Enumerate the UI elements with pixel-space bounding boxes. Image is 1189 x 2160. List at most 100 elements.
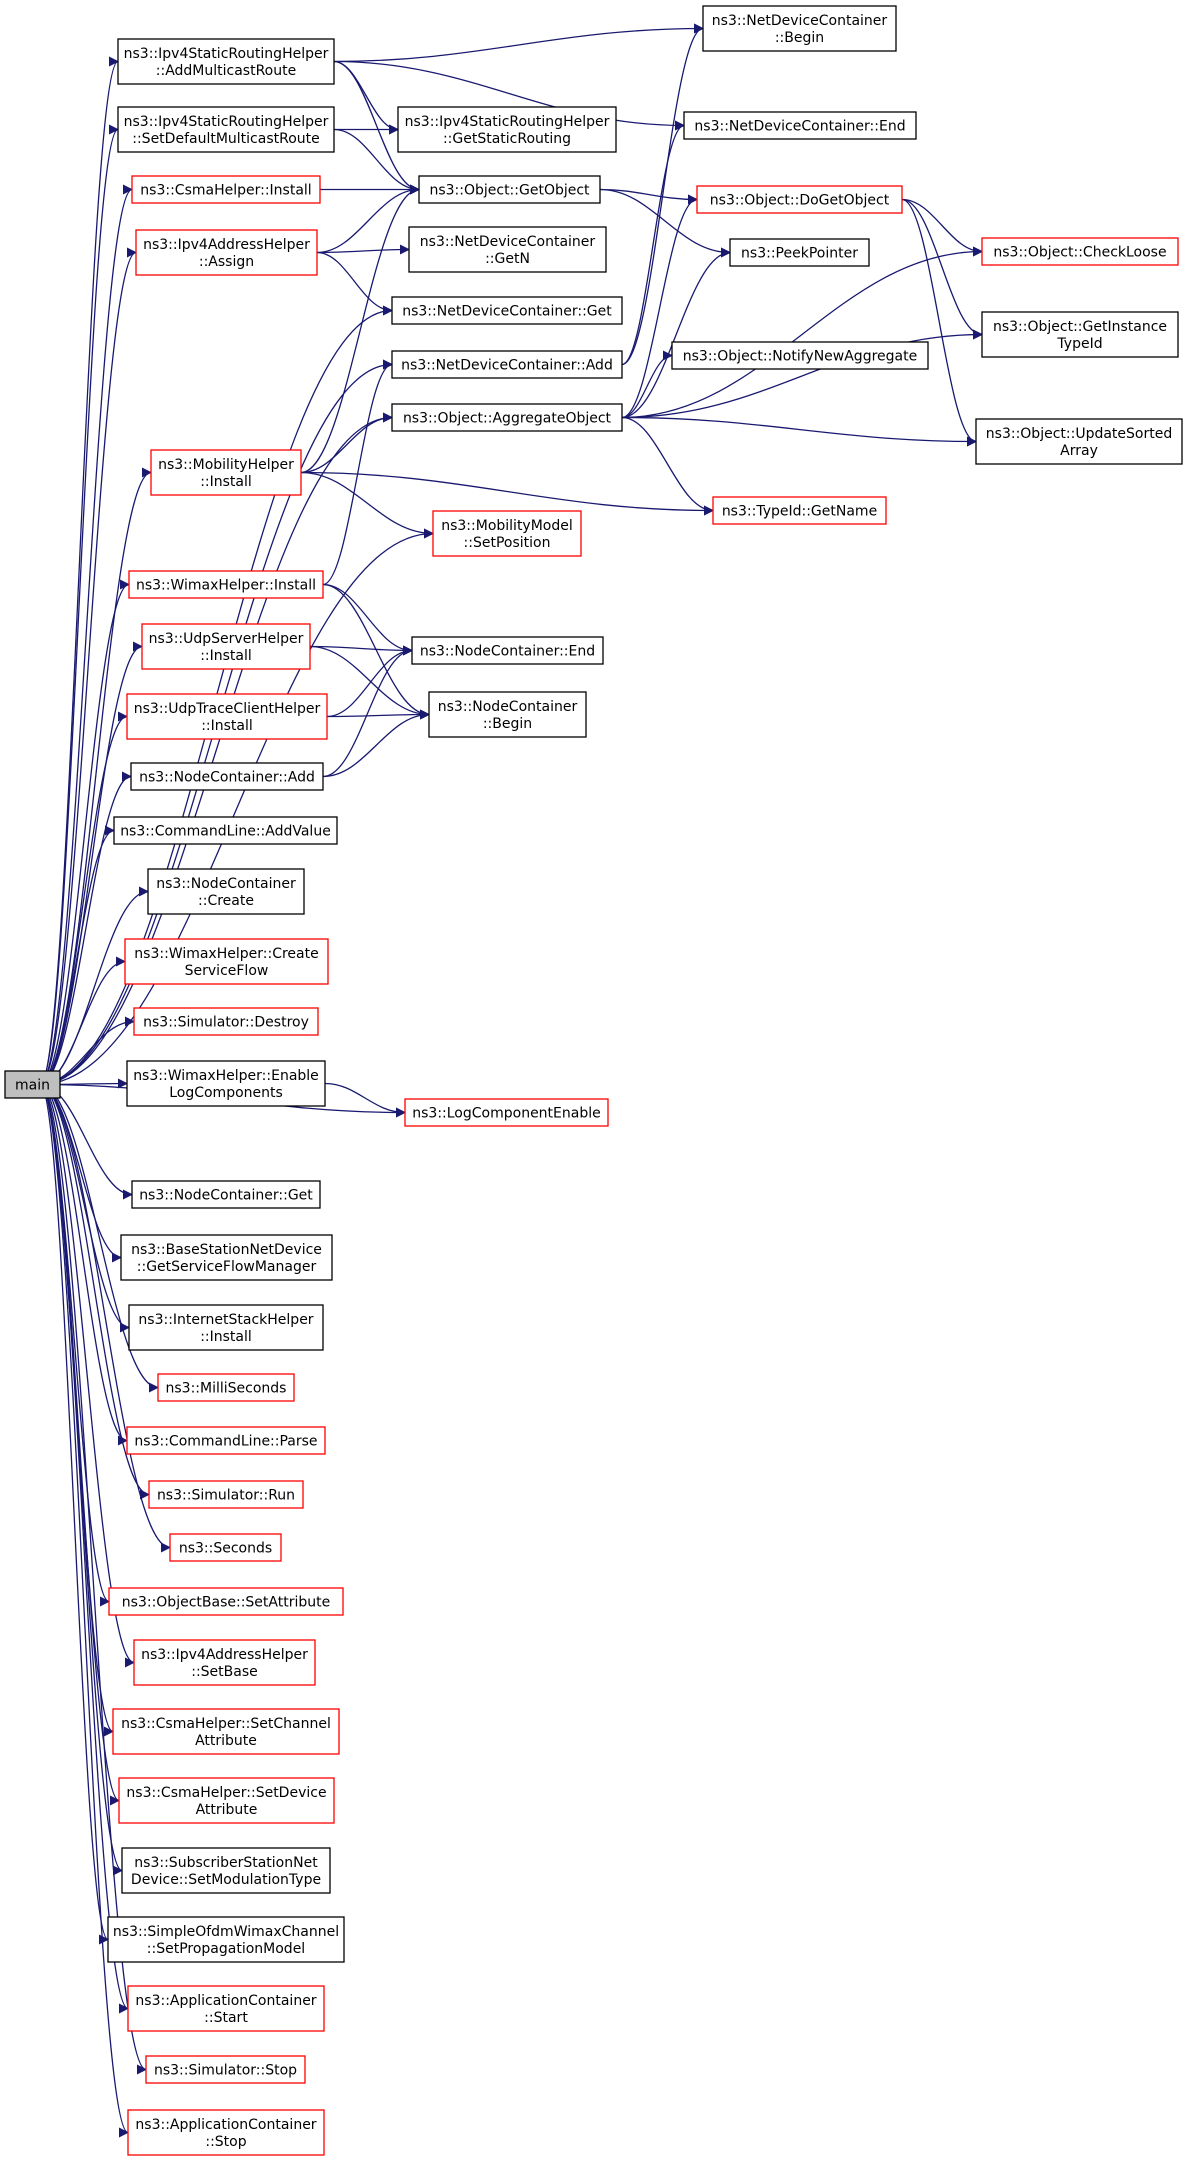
node-bsnd_getsfm[interactable]: ns3::BaseStationNetDevice::GetServiceFlo…	[120, 1234, 333, 1281]
node-udptrace_install[interactable]: ns3::UdpTraceClientHelper::Install	[126, 693, 328, 740]
node-nc_add[interactable]: ns3::NodeContainer::Add	[130, 762, 324, 791]
node-box	[145, 2055, 306, 2084]
node-label: ServiceFlow	[185, 963, 269, 979]
node-udpserver_install[interactable]: ns3::UdpServerHelper::Install	[141, 623, 311, 670]
node-ipv4_add_mcast[interactable]: ns3::Ipv4StaticRoutingHelper::AddMultica…	[117, 38, 335, 85]
node-label: ns3::LogComponentEnable	[412, 1106, 600, 1122]
node-box	[696, 185, 903, 214]
edge-obj_getobject-to-obj_dogetobject	[599, 188, 698, 205]
node-nc_get[interactable]: ns3::NodeContainer::Get	[131, 1180, 321, 1209]
node-obj_getobject[interactable]: ns3::Object::GetObject	[418, 175, 601, 204]
node-main[interactable]: main	[4, 1070, 61, 1099]
node-milliseconds[interactable]: ns3::MilliSeconds	[157, 1373, 295, 1402]
node-cmd_parse[interactable]: ns3::CommandLine::Parse	[126, 1426, 326, 1455]
node-wimax_install[interactable]: ns3::WimaxHelper::Install	[128, 570, 324, 599]
node-box	[391, 296, 623, 325]
node-ndc_get[interactable]: ns3::NetDeviceContainer::Get	[391, 296, 623, 325]
node-ssnd_setmod[interactable]: ns3::SubscriberStationNetDevice::SetModu…	[121, 1847, 331, 1894]
node-label: ns3::WimaxHelper::Install	[136, 578, 316, 594]
node-mobmodel_setpos[interactable]: ns3::MobilityModel::SetPosition	[432, 510, 582, 557]
edge-obj_aggregate-to-obj_getinstance	[621, 329, 983, 419]
node-nc_create[interactable]: ns3::NodeContainer::Create	[147, 868, 305, 915]
node-box	[169, 1533, 282, 1562]
node-label: ns3::Object::GetObject	[429, 183, 590, 199]
edge-main-to-ipv4_set_default	[39, 124, 119, 1086]
node-cmd_addvalue[interactable]: ns3::CommandLine::AddValue	[113, 816, 338, 845]
node-ofdm_setprop[interactable]: ns3::SimpleOfdmWimaxChannel::SetPropagat…	[107, 1916, 345, 1963]
edge-main-to-cmd_parse	[39, 1083, 128, 1446]
node-box	[113, 816, 338, 845]
edge-obj_dogetobject-to-obj_updatesorted	[901, 198, 977, 447]
node-logcomp_enable[interactable]: ns3::LogComponentEnable	[404, 1098, 609, 1127]
node-obj_dogetobject[interactable]: ns3::Object::DoGetObject	[696, 185, 903, 214]
node-label: ns3::Object::DoGetObject	[710, 193, 890, 209]
node-typeid_getname[interactable]: ns3::TypeId::GetName	[712, 496, 887, 525]
node-inet_install[interactable]: ns3::InternetStackHelper::Install	[128, 1304, 324, 1351]
edge-ipv4_add_mcast-to-ndc_begin	[333, 23, 704, 63]
node-box	[130, 762, 324, 791]
node-nc_end[interactable]: ns3::NodeContainer::End	[411, 636, 604, 665]
node-box	[117, 106, 335, 153]
edge-obj_aggregate-to-obj_checkloose	[621, 246, 983, 419]
node-label: ns3::WimaxHelper::Enable	[133, 1068, 319, 1084]
node-box	[120, 1234, 333, 1281]
node-mobility_install[interactable]: ns3::MobilityHelper::Install	[150, 449, 302, 496]
node-ndc_begin[interactable]: ns3::NetDeviceContainer::Begin	[702, 5, 897, 52]
node-label: ns3::Object::GetInstance	[993, 319, 1167, 335]
edge-nc_add-to-nc_end	[322, 645, 413, 778]
node-obj_aggregate[interactable]: ns3::Object::AggregateObject	[391, 403, 623, 432]
node-box	[133, 1639, 316, 1686]
node-app_start[interactable]: ns3::ApplicationContainer::Start	[127, 1985, 325, 2032]
node-box	[408, 226, 607, 273]
node-objbase_setattr[interactable]: ns3::ObjectBase::SetAttribute	[108, 1587, 344, 1616]
node-obj_checkloose[interactable]: ns3::Object::CheckLoose	[981, 237, 1179, 266]
edge-obj_aggregate-to-typeid_getname	[621, 416, 714, 516]
node-ipv4_get_static[interactable]: ns3::Ipv4StaticRoutingHelper::GetStaticR…	[397, 106, 617, 153]
node-sim_run[interactable]: ns3::Simulator::Run	[148, 1480, 304, 1509]
node-ndc_getn[interactable]: ns3::NetDeviceContainer::GetN	[408, 226, 607, 273]
node-label: LogComponents	[169, 1085, 283, 1101]
edge-main-to-ipv4addr_setbase	[39, 1083, 135, 1668]
node-label: TypeId	[1056, 336, 1102, 352]
node-csma_install[interactable]: ns3::CsmaHelper::Install	[131, 175, 321, 204]
edge-main-to-wimax_install	[39, 579, 130, 1086]
node-app_stop[interactable]: ns3::ApplicationContainer::Stop	[127, 2109, 325, 2156]
node-label: ns3::CsmaHelper::SetDevice	[126, 1785, 326, 1801]
node-ndc_add[interactable]: ns3::NetDeviceContainer::Add	[391, 350, 623, 379]
node-label: ::Install	[200, 1329, 252, 1345]
node-label: ns3::Simulator::Destroy	[143, 1015, 309, 1031]
node-box	[112, 1708, 340, 1755]
node-obj_notify[interactable]: ns3::Object::NotifyNewAggregate	[671, 341, 929, 370]
node-sim_stop[interactable]: ns3::Simulator::Stop	[145, 2055, 306, 2084]
node-label: ns3::Simulator::Stop	[154, 2063, 297, 2079]
node-ndc_end[interactable]: ns3::NetDeviceContainer::End	[683, 111, 917, 140]
node-label: ns3::Ipv4StaticRoutingHelper	[405, 114, 610, 130]
node-seconds[interactable]: ns3::Seconds	[169, 1533, 282, 1562]
node-sim_destroy[interactable]: ns3::Simulator::Destroy	[133, 1007, 319, 1036]
edge-main-to-seconds	[39, 1083, 171, 1553]
node-label: Attribute	[196, 1802, 258, 1818]
node-label: ::Install	[201, 718, 253, 734]
node-label: ns3::BaseStationNetDevice	[131, 1242, 322, 1258]
edge-obj_dogetobject-to-obj_checkloose	[901, 198, 983, 257]
node-label: ::Begin	[775, 30, 824, 46]
node-box	[141, 623, 311, 670]
node-label: ::AddMulticastRoute	[156, 63, 296, 79]
node-label: ns3::NodeContainer	[438, 699, 578, 715]
node-nc_begin[interactable]: ns3::NodeContainer::Begin	[428, 691, 587, 738]
node-ipv4addr_assign[interactable]: ns3::Ipv4AddressHelper::Assign	[135, 229, 318, 276]
node-label: ns3::CsmaHelper::SetChannel	[121, 1716, 331, 1732]
node-label: ns3::MilliSeconds	[166, 1381, 287, 1397]
node-label: ns3::NodeContainer::Get	[139, 1188, 313, 1204]
node-label: ::SetPropagationModel	[147, 1941, 305, 1957]
node-peekpointer[interactable]: ns3::PeekPointer	[729, 238, 870, 267]
node-ipv4_set_default[interactable]: ns3::Ipv4StaticRoutingHelper::SetDefault…	[117, 106, 335, 153]
node-ipv4addr_setbase[interactable]: ns3::Ipv4AddressHelper::SetBase	[133, 1639, 316, 1686]
